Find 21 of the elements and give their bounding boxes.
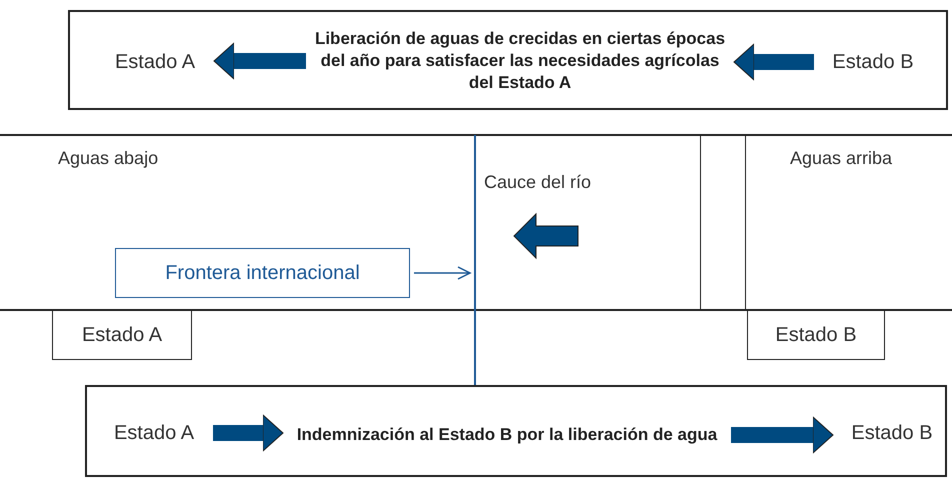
callout-box: Frontera internacional	[115, 248, 410, 298]
block-arrow	[731, 416, 834, 454]
state-label: Estado B	[837, 413, 947, 453]
block-arrow	[213, 414, 284, 452]
block-arrow	[734, 44, 814, 80]
panel-box	[85, 385, 947, 477]
description-text: Liberación de aguas de crecidas en ciertas épocas del año para satisfacer las necesidades agrícolas del Estado A	[310, 16, 730, 106]
state-box: Estado A	[52, 310, 192, 360]
state-label: Estado A	[100, 42, 210, 82]
panel-box	[68, 10, 948, 110]
region-label: Aguas arriba	[790, 148, 892, 169]
region-label: Aguas abajo	[58, 148, 158, 169]
dam-outline	[700, 135, 746, 310]
border-line	[474, 135, 476, 385]
state-label: Estado B	[818, 42, 928, 82]
block-arrow	[214, 42, 306, 80]
leader-arrow	[414, 266, 471, 280]
state-box: Estado B	[747, 310, 885, 360]
description-text: Indemnización al Estado B por la liberación de agua	[287, 395, 727, 475]
region-label: Cauce del río	[484, 172, 592, 193]
state-label: Estado A	[99, 413, 209, 453]
